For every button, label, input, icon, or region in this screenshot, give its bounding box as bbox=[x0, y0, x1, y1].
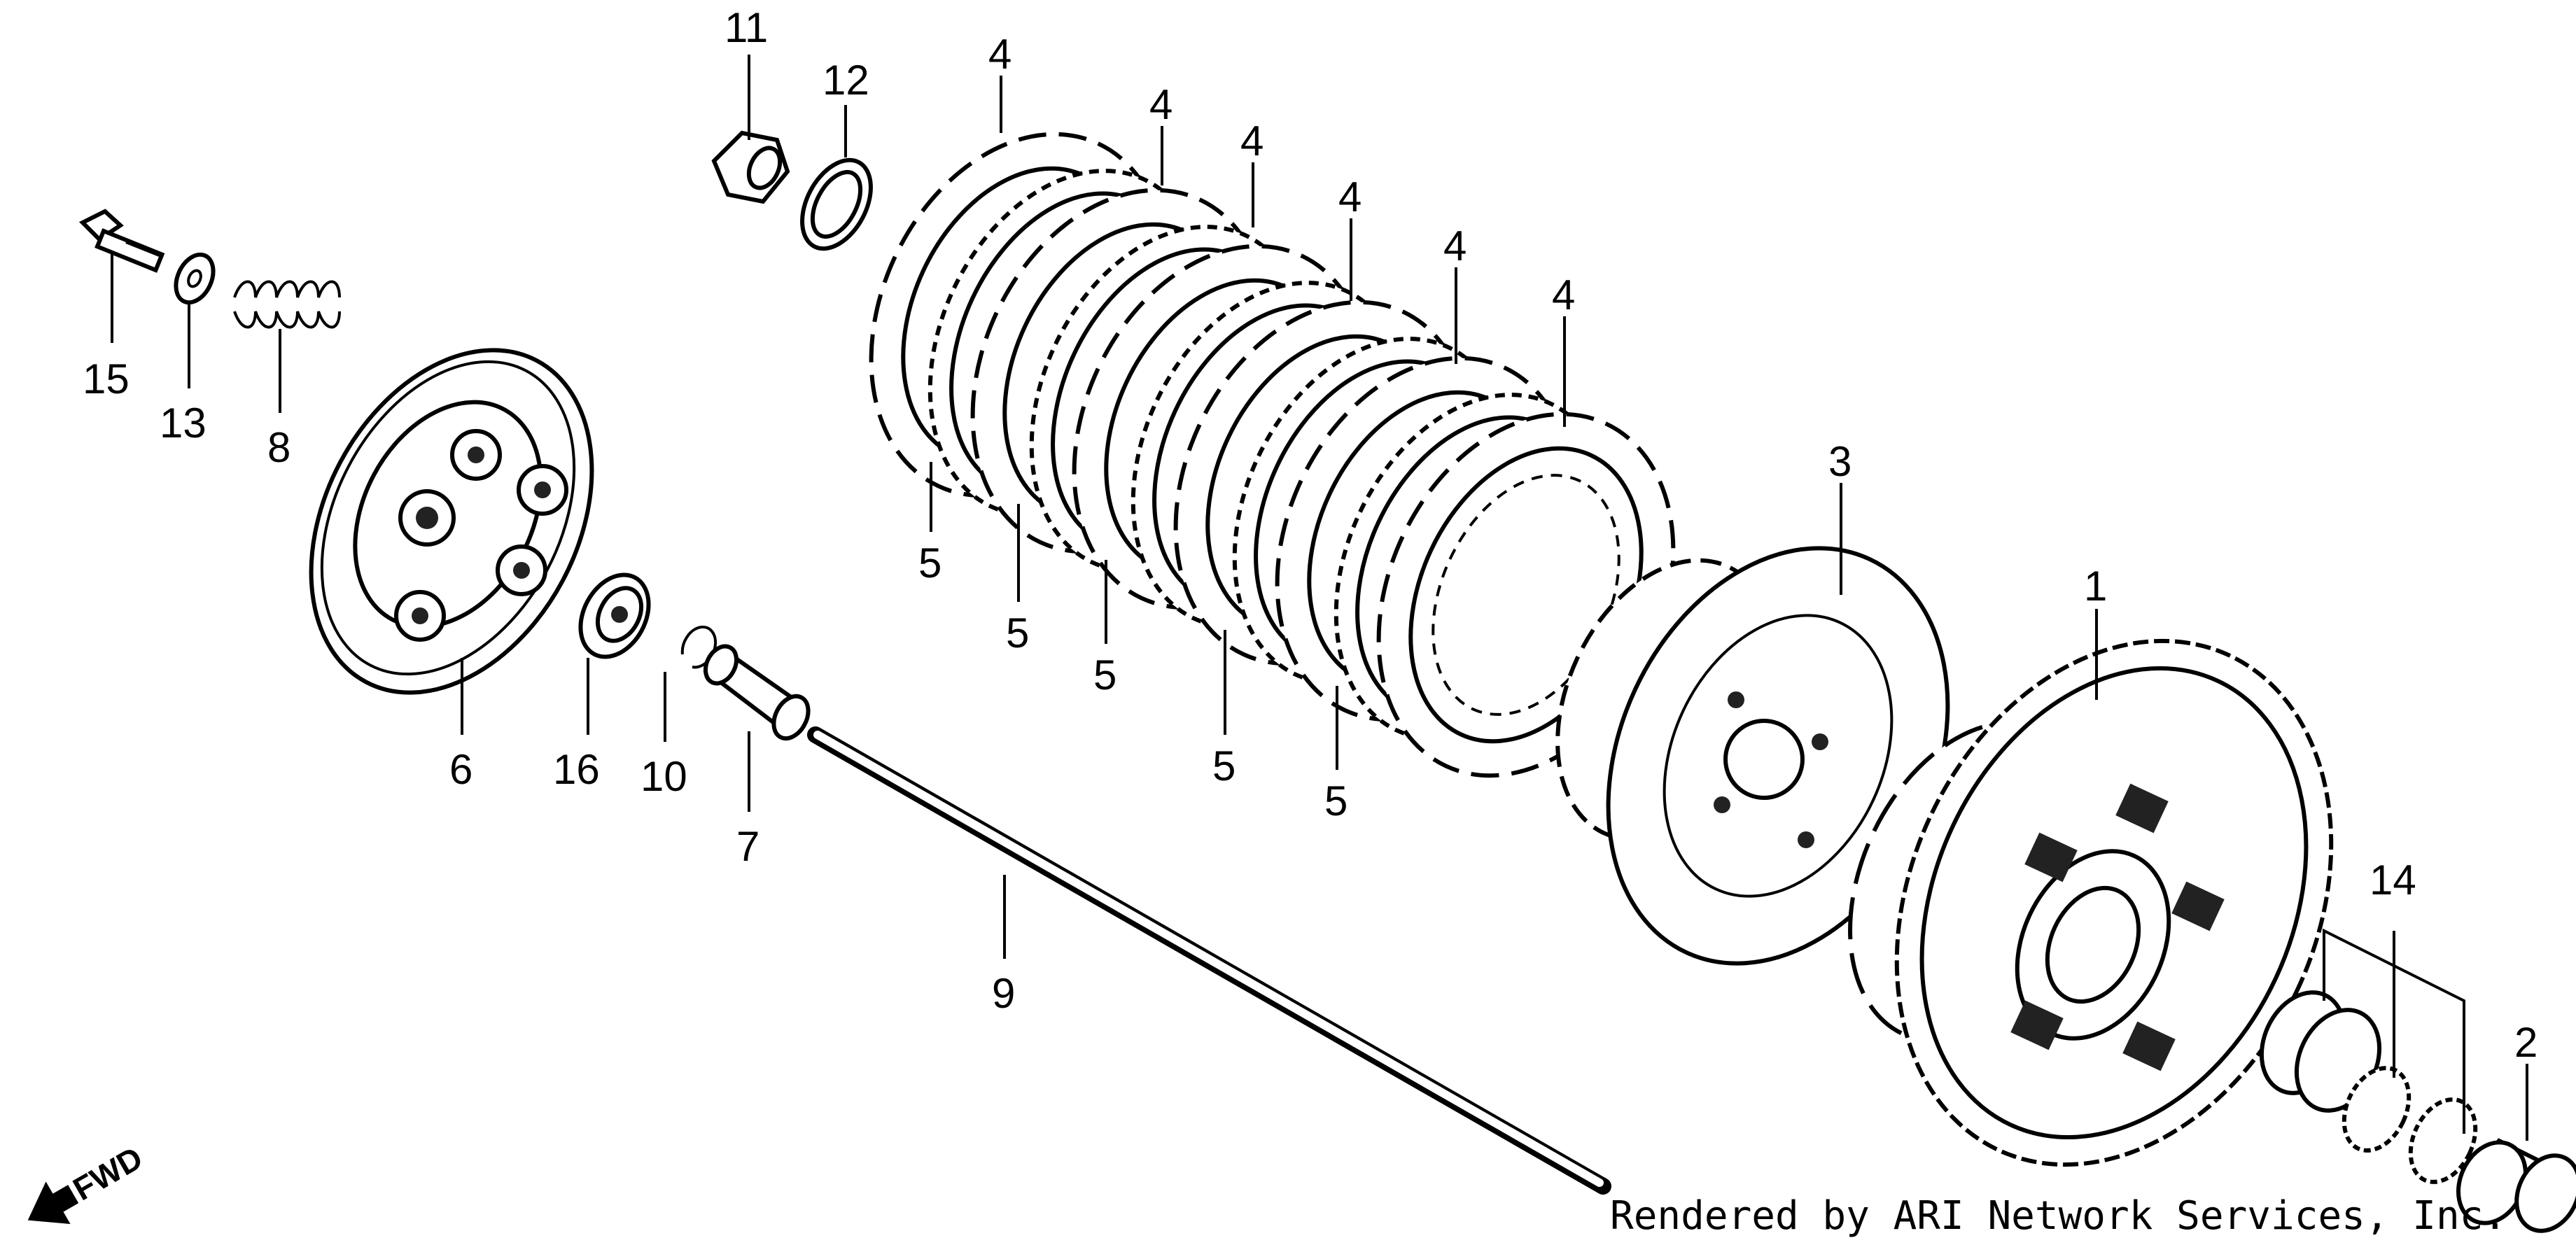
callout-15: 15 bbox=[83, 356, 130, 402]
callout-7: 7 bbox=[736, 823, 760, 870]
lock-washer-part-11 bbox=[800, 157, 873, 251]
callout-3: 3 bbox=[1828, 438, 1851, 485]
bearing-part-16 bbox=[578, 572, 651, 659]
callout-8: 8 bbox=[267, 424, 290, 471]
callout-4-b: 4 bbox=[1149, 81, 1172, 128]
callout-4-c: 4 bbox=[1240, 118, 1264, 164]
callout-2: 2 bbox=[2514, 1019, 2538, 1066]
credit-text: Rendered by ARI Network Services, Inc. bbox=[1610, 1193, 2507, 1239]
pressure-plate-part-6 bbox=[309, 348, 594, 695]
arrow-left-icon bbox=[27, 1181, 79, 1224]
callout-5-b: 5 bbox=[1006, 610, 1029, 656]
spring-part-8 bbox=[233, 280, 341, 329]
callout-1: 1 bbox=[2084, 563, 2107, 610]
lifter-rod-part-9 bbox=[807, 726, 1611, 1195]
callout-5-e: 5 bbox=[1324, 778, 1348, 824]
leader-lines bbox=[111, 55, 2528, 1141]
forward-direction-indicator: FWD bbox=[27, 1139, 149, 1224]
callout-4-a: 4 bbox=[988, 31, 1011, 78]
collar-part-2 bbox=[2456, 1138, 2576, 1233]
callout-5-a: 5 bbox=[918, 540, 941, 586]
callout-10: 11 bbox=[724, 4, 768, 51]
clutch-outer-part-1 bbox=[1848, 638, 2334, 1167]
callout-13: 10 bbox=[640, 753, 687, 800]
callout-5-c: 5 bbox=[1093, 652, 1116, 698]
callout-9: 9 bbox=[992, 970, 1015, 1017]
callout-16: 16 bbox=[553, 746, 600, 793]
nut-part-10 bbox=[711, 130, 790, 204]
callout-6: 6 bbox=[449, 746, 472, 793]
callout-5-d: 5 bbox=[1212, 743, 1236, 789]
callout-labels: 11 12 4 4 4 4 4 4 5 5 5 5 5 3 1 2 14 15 … bbox=[83, 4, 2538, 1066]
fwd-label: FWD bbox=[67, 1139, 149, 1207]
lifter-piece-part-7 bbox=[703, 644, 811, 741]
callout-4-f: 4 bbox=[1552, 272, 1575, 318]
bolt-part-15 bbox=[78, 209, 165, 273]
callout-11: 12 bbox=[822, 57, 869, 104]
callout-14: 14 bbox=[2370, 857, 2416, 903]
washer-part-12 bbox=[174, 252, 216, 305]
callout-12: 13 bbox=[160, 400, 206, 446]
callout-4-d: 4 bbox=[1338, 174, 1362, 220]
bearing-set-part-14 bbox=[2259, 990, 2478, 1184]
callout-4-e: 4 bbox=[1443, 223, 1466, 269]
